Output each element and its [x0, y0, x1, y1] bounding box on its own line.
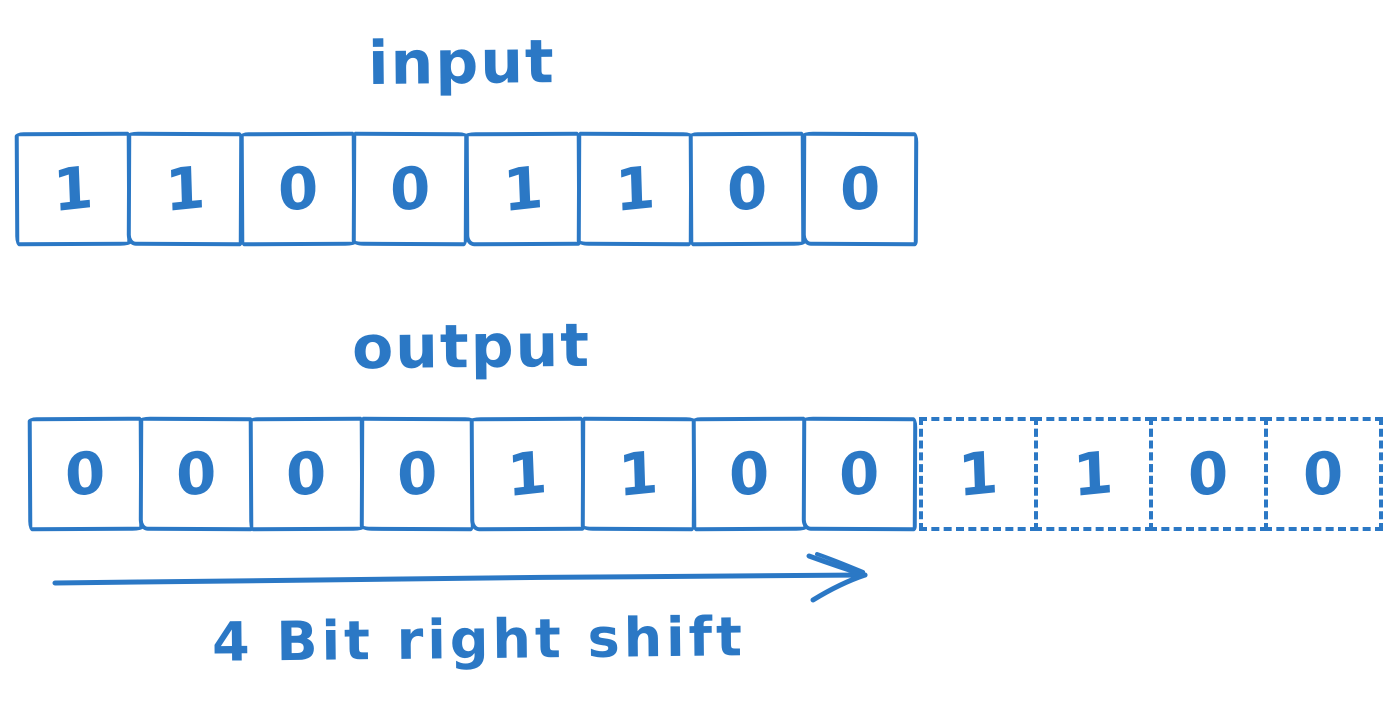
input-bit-cell: 0: [239, 131, 357, 247]
output-bit-cell: 0: [138, 416, 254, 532]
input-register: 1 1 0 0 1 1: [14, 131, 919, 247]
bit-value: 0: [838, 152, 881, 226]
bit-value: 1: [613, 152, 657, 226]
shifted-out-bit-cell: 1: [1033, 417, 1153, 531]
bit-value: 1: [956, 437, 1000, 511]
bit-value: 1: [501, 152, 545, 226]
output-register: 0 0 0 0 1 1: [27, 416, 1383, 532]
output-bit-cell: 0: [801, 416, 917, 532]
bit-value: 0: [1187, 437, 1230, 511]
bit-value: 1: [506, 437, 550, 511]
bit-value: 1: [164, 152, 207, 226]
input-bit-cell: 0: [801, 131, 919, 247]
input-bit-cells: 1 1 0 0 1 1: [14, 131, 919, 247]
shifted-out-bit-cell: 1: [918, 417, 1038, 531]
bit-value: 0: [395, 437, 439, 511]
output-bit-cell: 0: [27, 416, 143, 532]
input-label: input: [367, 27, 557, 99]
bit-value: 0: [285, 437, 328, 511]
output-bit-cell: 0: [248, 416, 365, 532]
bit-value: 1: [51, 152, 95, 226]
right-arrow-icon: [52, 552, 868, 603]
output-bit-cell: 0: [691, 416, 807, 532]
bit-value: 0: [63, 437, 107, 511]
output-label: output: [351, 310, 592, 384]
output-bit-cell: 1: [580, 416, 696, 532]
input-bit-cell: 1: [14, 131, 132, 247]
bit-value: 0: [389, 152, 432, 226]
output-bit-cell: 0: [359, 416, 475, 532]
input-bit-cell: 1: [464, 131, 582, 247]
bit-value: 0: [174, 437, 218, 511]
bit-value: 0: [838, 437, 881, 511]
input-bit-cell: 0: [351, 131, 469, 247]
bit-value: 0: [1302, 437, 1345, 511]
input-bit-cell: 1: [127, 131, 244, 247]
bit-value: 1: [617, 437, 660, 511]
input-bit-cell: 0: [688, 131, 806, 247]
shifted-out-bit-cell: 0: [1148, 417, 1268, 531]
bit-value: 0: [726, 152, 769, 226]
bit-value: 0: [727, 437, 771, 511]
input-bit-cell: 1: [576, 131, 694, 247]
output-bit-cell: 1: [470, 416, 586, 532]
bit-value: 1: [1072, 437, 1115, 511]
shift-caption: 4 Bit right shift: [211, 605, 747, 674]
bit-value: 0: [276, 152, 320, 226]
shifted-out-bit-cell: 0: [1263, 417, 1383, 531]
output-bit-cells: 0 0 0 0 1 1: [27, 416, 917, 532]
output-shifted-out-cells: 1 1 0 0: [918, 417, 1383, 531]
